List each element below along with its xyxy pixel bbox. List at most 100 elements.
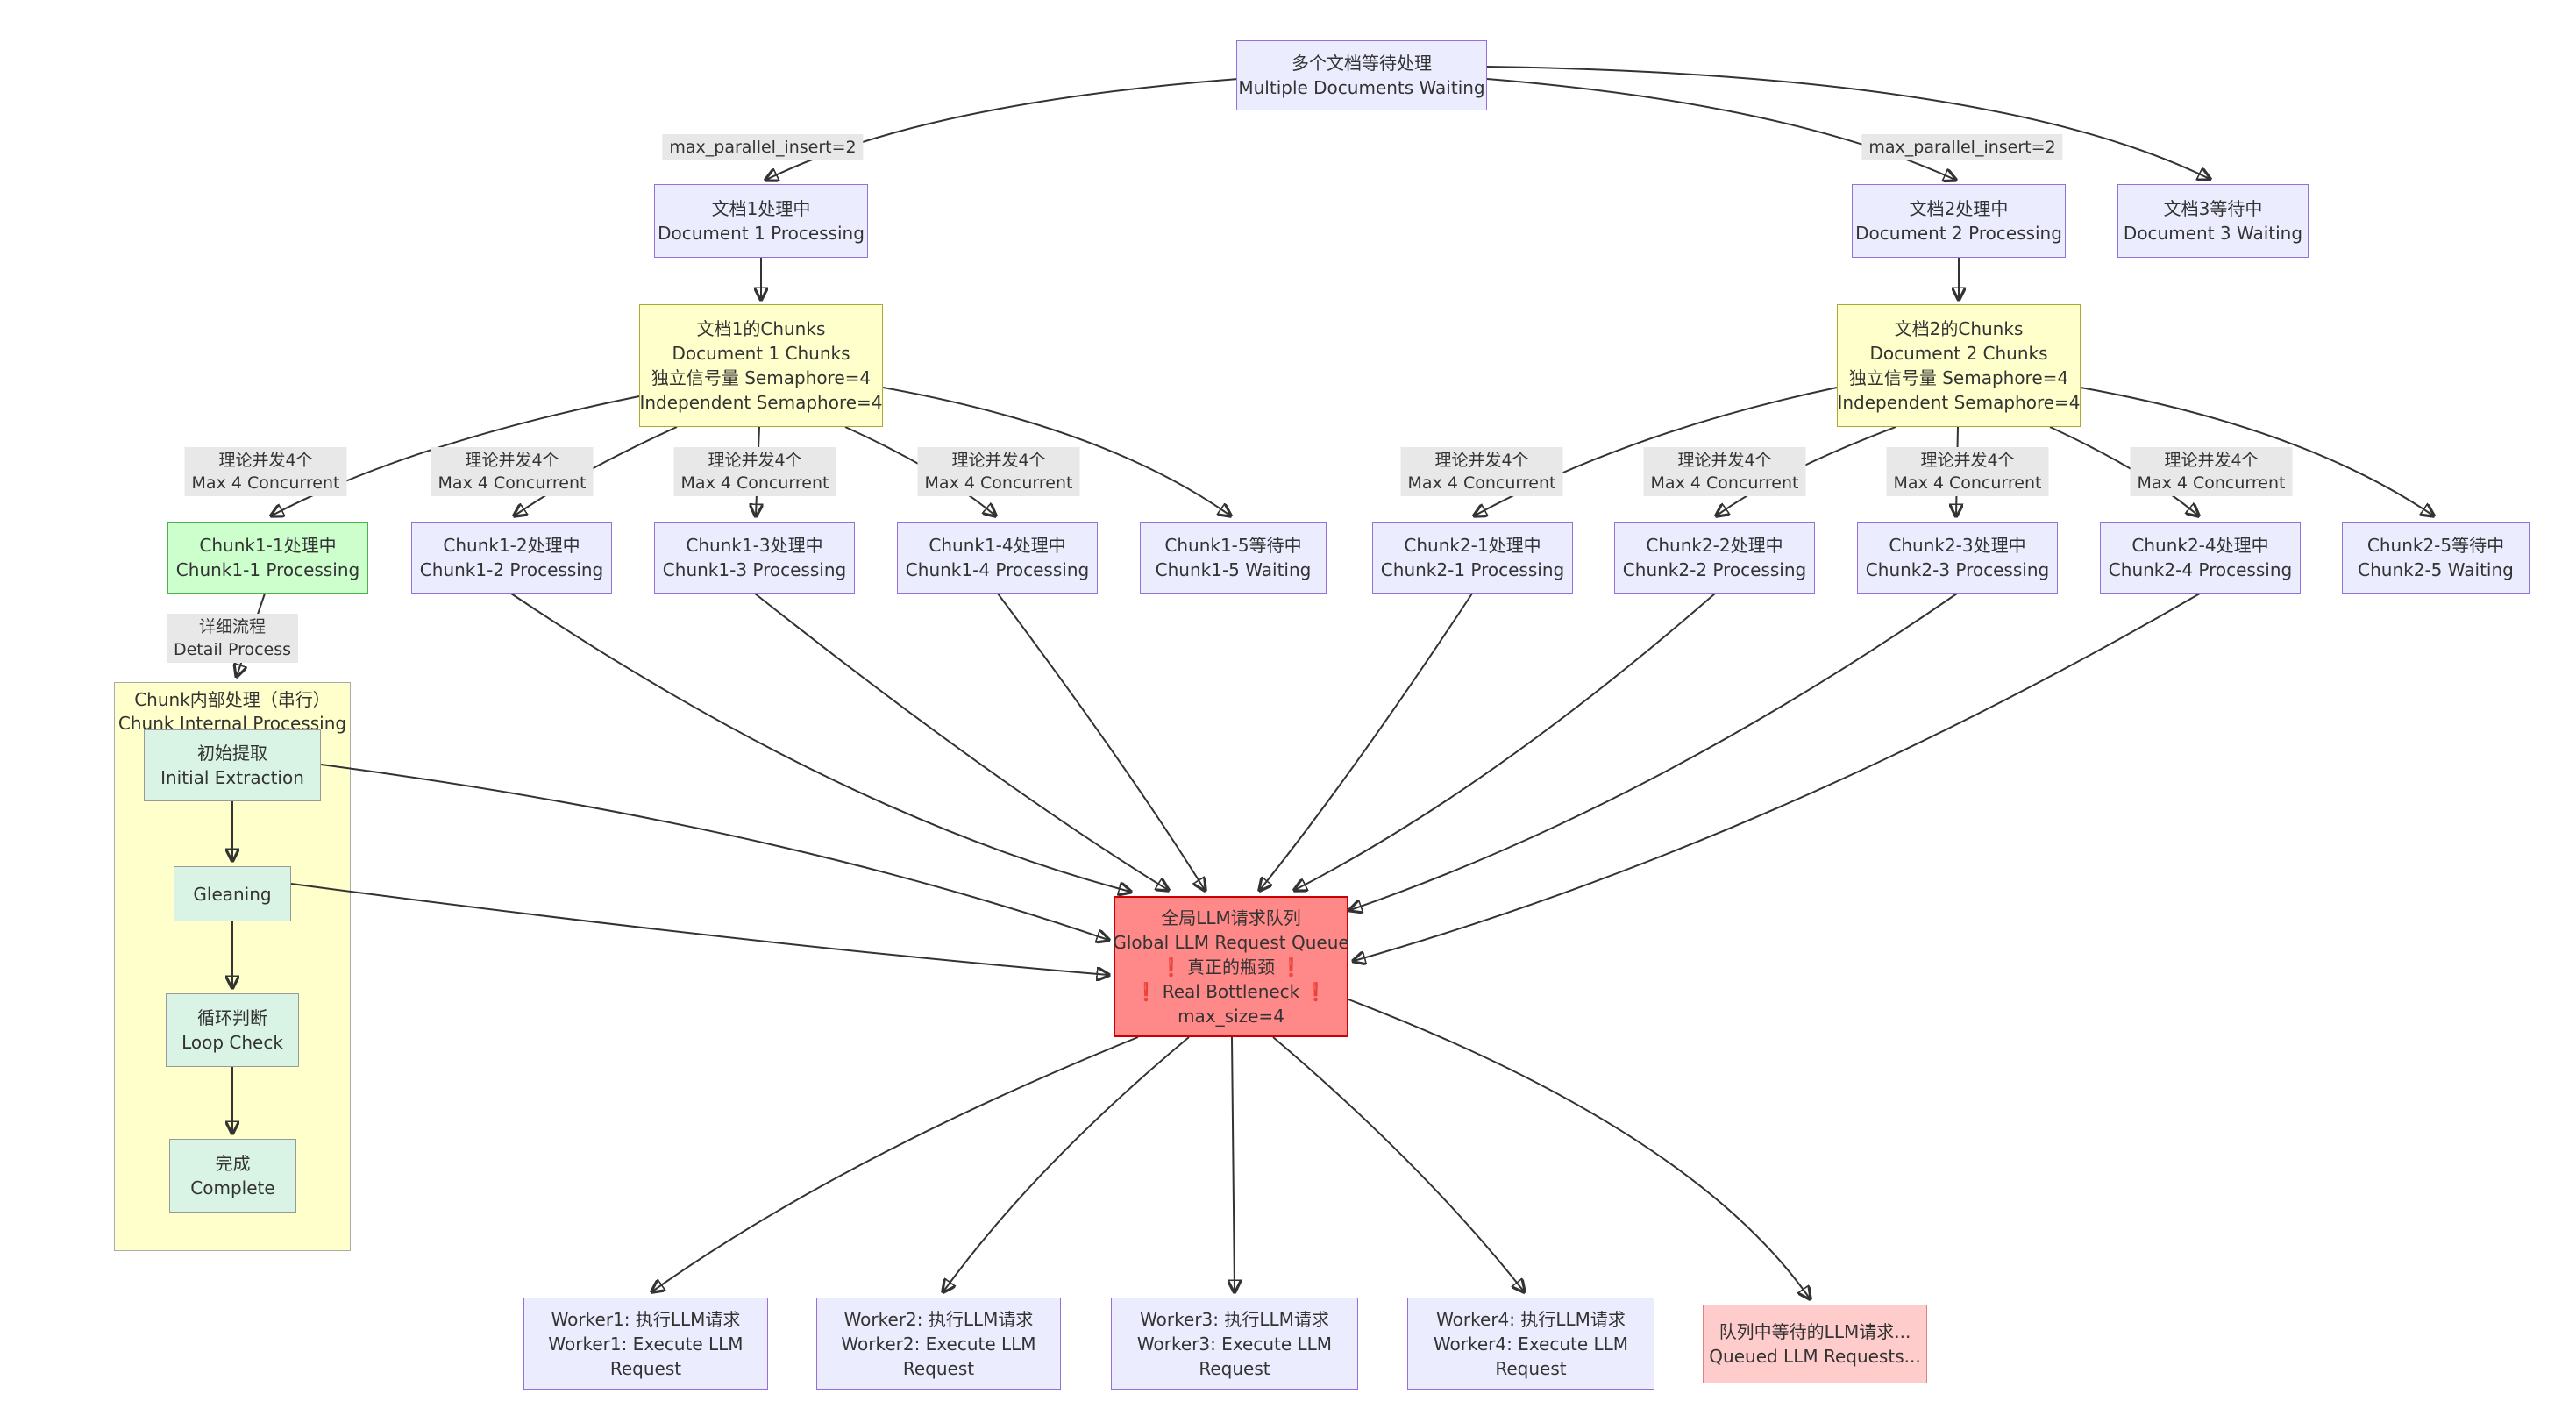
edge-label-text: Max 4 Concurrent <box>1893 473 2042 493</box>
node-worker3: Worker3: 执行LLM请求 Worker3: Execute LLM Re… <box>1111 1298 1358 1390</box>
edge-label-text: 理论并发4个 <box>1434 451 1529 470</box>
node-line: Document 1 Chunks <box>672 343 850 364</box>
node-line: 初始提取 <box>197 743 267 764</box>
edge-label-concurrent-5: 理论并发4个 Max 4 Concurrent <box>1400 447 1563 496</box>
edge-label-text: max_parallel_insert=2 <box>1868 138 2056 157</box>
exclamation-icon: ❗ <box>1305 980 1327 1002</box>
node-line: 循环判断 <box>197 1007 267 1028</box>
node-initial-extraction: 初始提取 Initial Extraction <box>144 729 321 801</box>
node-line: Chunk1-2 Processing <box>419 559 604 580</box>
node-multiple-documents-waiting: 多个文档等待处理 Multiple Documents Waiting <box>1236 40 1487 110</box>
edge-label-text: 理论并发4个 <box>218 451 313 470</box>
edge-label-text: Max 4 Concurrent <box>1407 473 1556 493</box>
node-line: 全局LLM请求队列 <box>1161 907 1301 928</box>
node-line: Request <box>609 1357 682 1379</box>
node-line: Chunk1-1处理中 <box>199 535 337 556</box>
node-line: 文档2的Chunks <box>1894 318 2024 339</box>
edge-label-concurrent-8: 理论并发4个 Max 4 Concurrent <box>2130 447 2293 496</box>
node-document2-processing: 文档2处理中 Document 2 Processing <box>1852 184 2066 258</box>
node-line: Document 3 Waiting <box>2123 223 2303 244</box>
node-line: Chunk1-2处理中 <box>443 535 580 556</box>
node-line: Initial Extraction <box>160 767 304 788</box>
edge-chunk21-queue <box>1260 593 1473 890</box>
edge-gleaning-queue <box>290 883 1108 975</box>
node-line: Chunk2-1处理中 <box>1404 535 1541 556</box>
edge-label-text: 理论并发4个 <box>708 451 802 470</box>
node-line: Worker3: 执行LLM请求 <box>1140 1308 1329 1330</box>
edge-label-text: 理论并发4个 <box>951 451 1046 470</box>
node-chunk2-5: Chunk2-5等待中 Chunk2-5 Waiting <box>2342 522 2530 594</box>
edge-queue-queued <box>1348 999 1810 1298</box>
node-line: Chunk1-1 Processing <box>175 559 360 580</box>
node-line: 完成 <box>215 1153 251 1174</box>
node-chunk2-2: Chunk2-2处理中 Chunk2-2 Processing <box>1614 522 1815 594</box>
node-line: Chunk2-2 Processing <box>1622 559 1807 580</box>
edge-label-text: Max 4 Concurrent <box>1650 473 1799 493</box>
edge-queue-worker4 <box>1272 1036 1524 1291</box>
node-line: Independent Semaphore=4 <box>639 392 883 413</box>
node-gleaning: Gleaning <box>174 866 291 921</box>
edge-chunk14-queue <box>997 593 1205 890</box>
node-line: Worker4: 执行LLM请求 <box>1436 1308 1626 1330</box>
node-line-text: 真正的瓶颈 <box>1187 956 1275 978</box>
node-document3-waiting: 文档3等待中 Document 3 Waiting <box>2117 184 2309 258</box>
edge-chunk12-queue <box>510 593 1130 892</box>
node-document1-chunks: 文档1的Chunks Document 1 Chunks 独立信号量 Semap… <box>639 304 883 427</box>
edge-root-doc1 <box>766 78 1239 180</box>
exclamation-icon: ❗ <box>1160 956 1182 978</box>
node-line: Complete <box>190 1177 275 1198</box>
edge-queue-worker3 <box>1232 1036 1235 1291</box>
node-chunk2-4: Chunk2-4处理中 Chunk2-4 Processing <box>2100 522 2301 594</box>
node-line: Worker3: Execute LLM <box>1136 1333 1333 1355</box>
edge-chunk13-queue <box>754 593 1168 890</box>
edge-chunks1-chunk15 <box>882 387 1230 516</box>
edge-label-text: Max 4 Concurrent <box>191 473 340 493</box>
node-worker2: Worker2: 执行LLM请求 Worker2: Execute LLM Re… <box>816 1298 1061 1390</box>
node-line: Gleaning <box>193 883 272 905</box>
node-line: Document 2 Chunks <box>1869 343 2048 364</box>
node-line: Chunk1-3 Processing <box>662 559 847 580</box>
edge-label-concurrent-3: 理论并发4个 Max 4 Concurrent <box>673 447 836 496</box>
node-line: Chunk2-5等待中 <box>2366 535 2505 556</box>
edge-chunk22-queue <box>1295 593 1716 890</box>
node-line-text: Real Bottleneck <box>1162 980 1300 1002</box>
node-line: Chunk2-3处理中 <box>1889 535 2026 556</box>
node-line: Chunk2-3 Processing <box>1865 559 2050 580</box>
edge-label-concurrent-7: 理论并发4个 Max 4 Concurrent <box>1886 447 2049 496</box>
node-line: ❗Real Bottleneck❗ <box>1130 979 1332 1004</box>
edge-label-text: 理论并发4个 <box>465 451 559 470</box>
edge-chunk23-queue <box>1350 593 1958 910</box>
node-document2-chunks: 文档2的Chunks Document 2 Chunks 独立信号量 Semap… <box>1837 304 2081 427</box>
node-line: Worker1: 执行LLM请求 <box>551 1308 741 1330</box>
node-line: Request <box>1495 1357 1567 1379</box>
node-line: 文档3等待中 <box>2163 198 2263 219</box>
node-line: Chunk2-5 Waiting <box>2358 559 2514 580</box>
node-chunk2-1: Chunk2-1处理中 Chunk2-1 Processing <box>1372 522 1573 594</box>
edge-label-concurrent-4: 理论并发4个 Max 4 Concurrent <box>917 447 1080 496</box>
node-chunk1-3: Chunk1-3处理中 Chunk1-3 Processing <box>654 522 855 594</box>
edge-label-text: Detail Process <box>173 640 292 659</box>
node-worker4: Worker4: 执行LLM请求 Worker4: Execute LLM Re… <box>1407 1298 1654 1390</box>
edge-label-concurrent-2: 理论并发4个 Max 4 Concurrent <box>431 447 594 496</box>
node-line: Queued LLM Requests... <box>1709 1346 1921 1367</box>
edge-extract-queue <box>320 764 1108 940</box>
edge-queue-worker1 <box>652 1036 1139 1291</box>
edge-label-text: 理论并发4个 <box>2164 451 2259 470</box>
node-worker1: Worker1: 执行LLM请求 Worker1: Execute LLM Re… <box>523 1298 768 1390</box>
node-loop-check: 循环判断 Loop Check <box>166 993 299 1067</box>
node-line: ❗真正的瓶颈❗ <box>1155 955 1307 979</box>
node-line: Worker1: Execute LLM <box>548 1333 744 1355</box>
node-line: 文档1的Chunks <box>696 318 826 339</box>
node-line: Worker2: Execute LLM <box>841 1333 1036 1355</box>
edge-root-doc3 <box>1486 66 2210 179</box>
edge-label-concurrent-6: 理论并发4个 Max 4 Concurrent <box>1643 447 1806 496</box>
subgraph-title-line: Chunk内部处理（串行） <box>134 689 331 710</box>
edge-label-text: max_parallel_insert=2 <box>669 138 857 157</box>
edge-queue-worker2 <box>943 1036 1190 1291</box>
node-global-llm-request-queue: 全局LLM请求队列 Global LLM Request Queue ❗真正的瓶… <box>1113 896 1349 1037</box>
node-line: 文档2处理中 <box>1909 198 2009 219</box>
node-line: Chunk2-1 Processing <box>1380 559 1565 580</box>
node-line: 队列中等待的LLM请求... <box>1719 1321 1911 1342</box>
node-line: Worker4: Execute LLM <box>1433 1333 1629 1355</box>
node-chunk1-1: Chunk1-1处理中 Chunk1-1 Processing <box>167 522 368 594</box>
